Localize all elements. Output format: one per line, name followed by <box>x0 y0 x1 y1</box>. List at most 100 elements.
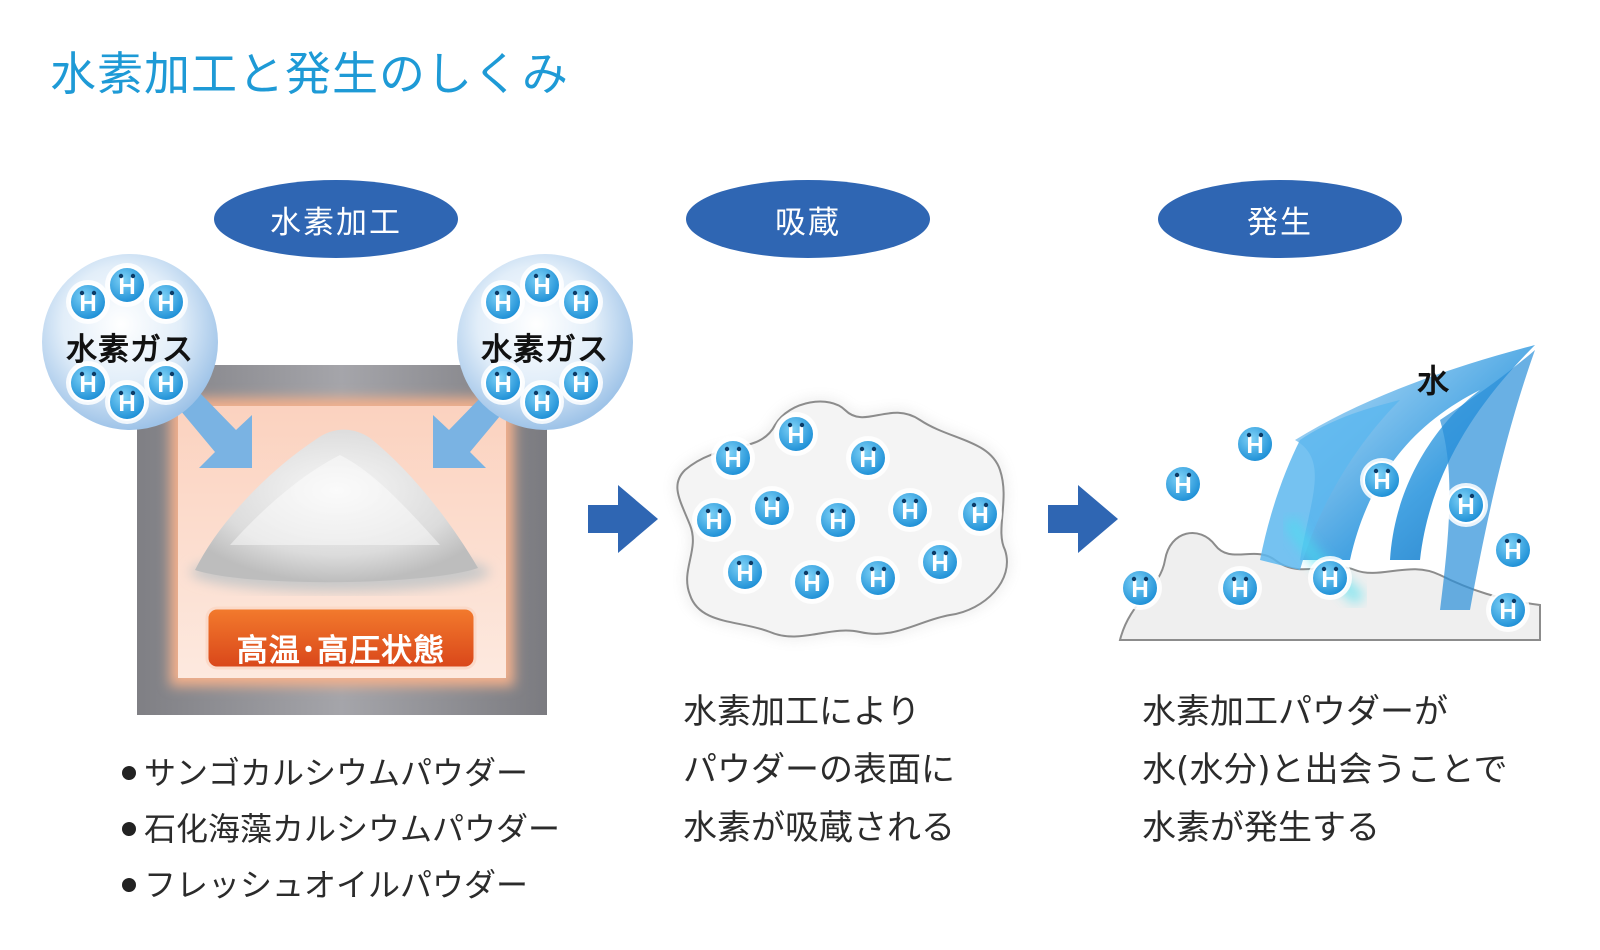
svg-text:H: H <box>1457 493 1474 520</box>
step-arrow-1 <box>588 485 658 553</box>
step-pill-storage: 吸蔵 <box>686 180 930 258</box>
hydrogen-molecule-icon: H <box>816 498 860 542</box>
release-line: 水素が発生する <box>1142 808 1380 848</box>
hydrogen-molecule-icon: H <box>1491 528 1535 572</box>
svg-text:H: H <box>157 290 174 317</box>
svg-text:H: H <box>572 371 589 398</box>
hydrogen-molecule-icon: H <box>520 380 564 424</box>
powder-name: フレッシュオイルパウダー <box>144 866 529 904</box>
svg-text:H: H <box>1231 576 1248 603</box>
storage-line: パウダーの表面に <box>683 750 955 790</box>
hydrogen-molecule-icon: H <box>1308 556 1352 600</box>
hydrogen-molecule-icon: H <box>1360 458 1404 502</box>
svg-text:H: H <box>763 496 780 523</box>
svg-text:H: H <box>931 550 948 577</box>
svg-text:H: H <box>1321 566 1338 593</box>
gas-in-arrow-left <box>180 393 252 468</box>
bullet-icon <box>122 766 136 780</box>
release-line: 水素加工パウダーが <box>1142 692 1448 732</box>
svg-text:H: H <box>803 570 820 597</box>
list-item: 石化海藻カルシウムパウダー <box>122 801 560 857</box>
hydrogen-molecule-icon: H <box>66 361 110 405</box>
hydrogen-molecule-icon: H <box>723 550 767 594</box>
bullet-icon <box>122 878 136 892</box>
svg-text:H: H <box>1246 432 1263 459</box>
hydrogen-molecule-icon: H <box>481 361 525 405</box>
hydrogen-molecule-icon: H <box>888 488 932 532</box>
hydrogen-molecule-icon: H <box>144 280 188 324</box>
svg-text:H: H <box>494 371 511 398</box>
hydrogen-molecule-icon: H <box>774 412 818 456</box>
powder-pile-image <box>190 429 490 592</box>
hydrogen-molecule-icon: H <box>711 436 755 480</box>
hydrogen-molecule-icon: H <box>144 361 188 405</box>
hydrogen-molecule-icon: H <box>1486 588 1530 632</box>
svg-text:H: H <box>736 560 753 587</box>
powder-list: サンゴカルシウムパウダー 石化海藻カルシウムパウダー フレッシュオイルパウダー <box>122 745 560 913</box>
svg-text:H: H <box>572 290 589 317</box>
svg-text:H: H <box>1499 598 1516 625</box>
svg-text:H: H <box>705 508 722 535</box>
hydrogen-molecule-icon: H <box>1233 422 1277 466</box>
list-item: サンゴカルシウムパウダー <box>122 745 560 801</box>
hydrogen-molecule-icon: H <box>481 280 525 324</box>
svg-text:H: H <box>118 273 135 300</box>
hydrogen-molecule-icon: H <box>1161 462 1205 506</box>
powder-name: 石化海藻カルシウムパウダー <box>144 810 561 848</box>
hydrogen-molecule-icon: H <box>790 560 834 604</box>
hydrogen-molecule-icon: H <box>846 436 890 480</box>
gas-label-right: 水素ガス <box>481 332 609 368</box>
gas-in-arrow-right <box>433 393 505 468</box>
release-description: 水素加工パウダーが 水(水分)と出会うことで 水素が発生する <box>1142 683 1508 857</box>
hydrogen-molecule-icon: H <box>105 263 149 307</box>
list-item: フレッシュオイルパウダー <box>122 857 560 913</box>
hydrogen-molecule-icon: H <box>520 263 564 307</box>
svg-text:H: H <box>533 390 550 417</box>
hydrogen-molecule-icon: H <box>1218 566 1262 610</box>
hydrogen-molecule-icon: H <box>692 498 736 542</box>
hydrogen-molecule-icon: H <box>918 540 962 584</box>
svg-text:H: H <box>533 273 550 300</box>
storage-line: 水素加工により <box>683 692 921 732</box>
svg-text:H: H <box>859 446 876 473</box>
svg-text:H: H <box>901 498 918 525</box>
step-pill-release: 発生 <box>1158 180 1402 258</box>
hydrogen-molecule-icon: H <box>559 280 603 324</box>
svg-text:H: H <box>1504 538 1521 565</box>
hydrogen-molecule-icon: H <box>750 486 794 530</box>
bullet-icon <box>122 822 136 836</box>
svg-text:H: H <box>118 390 135 417</box>
svg-text:H: H <box>1373 468 1390 495</box>
svg-text:H: H <box>79 371 96 398</box>
high-temp-pressure-badge <box>205 606 477 670</box>
svg-text:H: H <box>724 446 741 473</box>
svg-text:H: H <box>79 290 96 317</box>
svg-text:H: H <box>1174 472 1191 499</box>
hydrogen-molecule-icon: H <box>66 280 110 324</box>
svg-text:H: H <box>829 508 846 535</box>
powder-name: サンゴカルシウムパウダー <box>144 754 529 792</box>
water-label: 水 <box>1417 362 1450 400</box>
step-arrow-2 <box>1048 485 1118 553</box>
step-pill-hydrogen-processing: 水素加工 <box>214 180 458 258</box>
storage-description: 水素加工により パウダーの表面に 水素が吸蔵される <box>683 683 955 857</box>
hydrogen-molecule-icon: H <box>1118 566 1162 610</box>
hydrogen-molecule-icon: H <box>856 556 900 600</box>
gas-label-left: 水素ガス <box>66 332 194 368</box>
svg-text:H: H <box>1131 576 1148 603</box>
svg-text:H: H <box>787 422 804 449</box>
release-line: 水(水分)と出会うことで <box>1142 750 1508 790</box>
page-title: 水素加工と発生のしくみ <box>50 47 569 101</box>
hydrogen-molecule-icon: H <box>105 380 149 424</box>
svg-text:H: H <box>157 371 174 398</box>
hydrogen-molecule-icon: H <box>1444 483 1488 527</box>
svg-text:H: H <box>869 566 886 593</box>
storage-line: 水素が吸蔵される <box>683 808 955 848</box>
hydrogen-molecule-icon: H <box>559 361 603 405</box>
temp-pressure-label: 高温･高圧状態 <box>236 632 446 669</box>
svg-text:H: H <box>971 502 988 529</box>
svg-text:H: H <box>494 290 511 317</box>
hydrogen-molecule-icon: H <box>958 492 1002 536</box>
